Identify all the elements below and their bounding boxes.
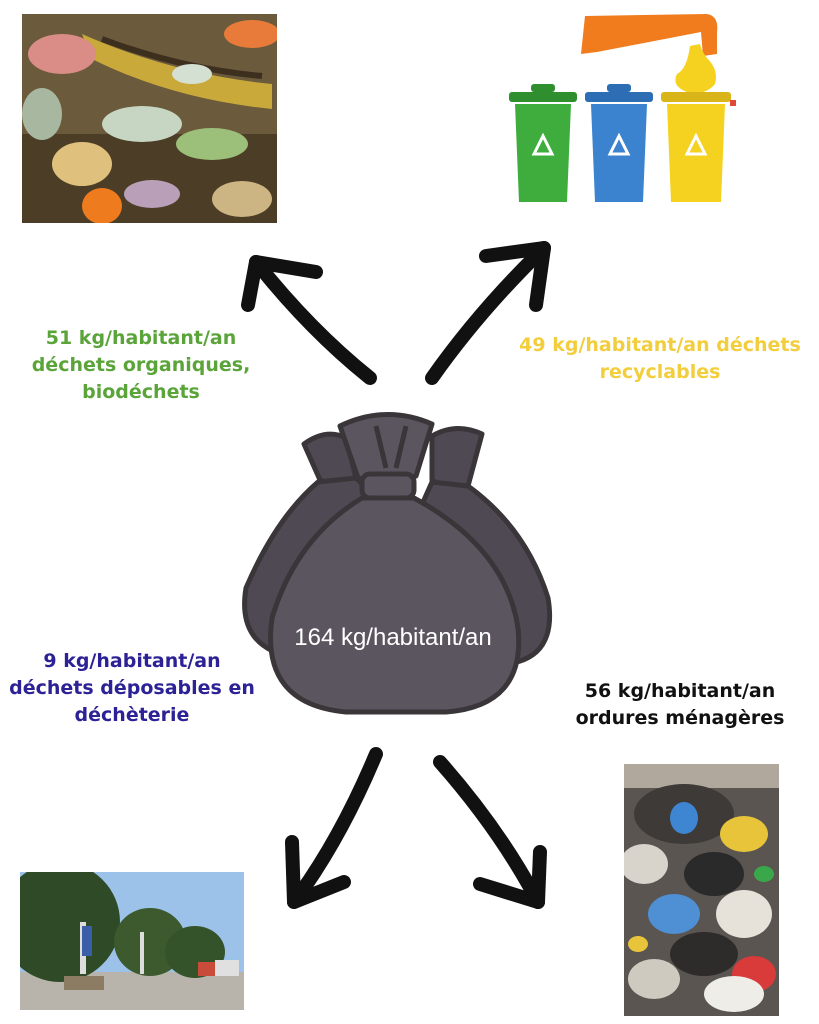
dechetterie-desc-1: déchets déposables en [9, 677, 255, 699]
household-label: 56 kg/habitant/an ordures ménagères [560, 678, 800, 732]
household-amount: 56 kg/habitant/an [584, 680, 776, 702]
recyclable-amount: 49 kg/habitant/an déchets [519, 334, 801, 356]
recycling-bins-icon [505, 14, 745, 204]
total-label: 164 kg/habitant/an [294, 624, 492, 651]
household-desc: ordures ménagères [575, 707, 785, 729]
garbage-pile-photo [624, 764, 779, 1016]
organic-amount: 51 kg/habitant/an [45, 327, 237, 349]
dechetterie-amount: 9 kg/habitant/an [43, 650, 221, 672]
dechetterie-desc-2: déchèterie [74, 704, 190, 726]
recycling-center-photo [20, 872, 244, 1010]
dechetterie-label: 9 kg/habitant/an déchets déposables en d… [4, 648, 260, 729]
compost-photo [22, 14, 277, 223]
organic-desc-1: déchets organiques, [31, 354, 251, 376]
organic-label: 51 kg/habitant/an déchets organiques, bi… [26, 325, 256, 406]
garbage-bags-icon [236, 408, 566, 720]
recyclable-label: 49 kg/habitant/an déchets recyclables [510, 332, 810, 386]
organic-desc-2: biodéchets [82, 381, 200, 403]
recyclable-desc: recyclables [599, 361, 721, 383]
